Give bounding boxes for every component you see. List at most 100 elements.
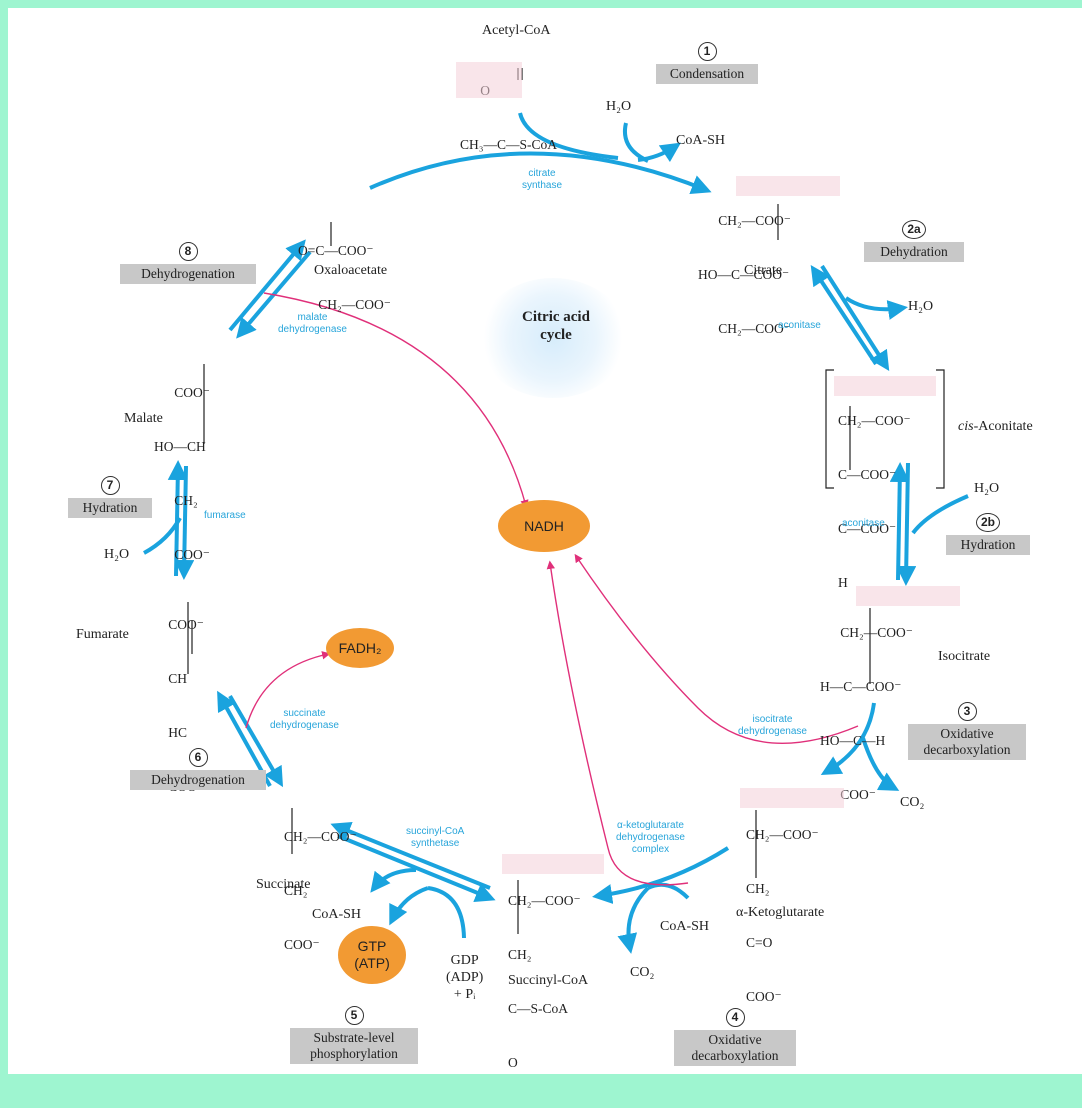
succinate-name: Succinate [256, 877, 311, 892]
co2-label-1: CO₂ [900, 795, 925, 810]
arrow-succinylcoa-succinate-b [337, 834, 496, 902]
fadh2-product: FADH₂ [326, 628, 394, 668]
succinyl-coa-name: Succinyl-CoA [508, 973, 589, 988]
step-4-oxidative-decarboxylation: 4 Oxidative decarboxylation [674, 1006, 796, 1066]
oxaloacetate-line-2: CH₂—COO⁻ [298, 297, 391, 312]
arrow-succinate-fumarate-b [228, 694, 284, 788]
step-3-oxidative-decarboxylation: 3 Oxidative decarboxylation [908, 700, 1026, 760]
akg-structure: CH₂—COO⁻ CH₂ C=O COO⁻ [746, 790, 819, 1042]
arrow-h2o-in-3 [911, 494, 969, 535]
step-1-condensation: 1 Condensation [656, 40, 758, 84]
arrow-citrate-aconitate-b [810, 264, 878, 366]
step-label: Oxidative decarboxylation [908, 724, 1026, 760]
akg-highlight [740, 788, 844, 808]
malate-line-1: COO⁻ [154, 385, 210, 400]
arrow-malate-oaa-a [228, 239, 306, 332]
acetyl-highlight [456, 62, 522, 98]
enzyme-isocitrate-dh: isocitrate dehydrogenase [738, 714, 807, 737]
step-2b-hydration: 2b Hydration [946, 511, 1030, 555]
malate-line-2: HO—CH [154, 439, 206, 454]
succinyl-coa-structure: CH₂—COO⁻ CH₂ C—S-CoA O [508, 856, 581, 1108]
step-number: 7 [100, 476, 120, 495]
h2o-label-2: H₂O [908, 299, 934, 314]
arrow-fumarate-malate-b [174, 465, 195, 580]
step-number: 6 [188, 748, 208, 767]
arrow-coash-out-3 [370, 868, 417, 893]
step-2a-dehydration: 2a Dehydration [864, 218, 964, 262]
citrate-line-1: CH₂—COO⁻ [698, 213, 791, 228]
fumarate-line-3: HC [148, 725, 188, 740]
step-7-hydration: 7 Hydration [68, 474, 152, 518]
step-number: 5 [344, 1006, 364, 1025]
step-5-substrate-level-phosphorylation: 5 Substrate-level phosphorylation [290, 1004, 418, 1064]
acetyl-coa-name: Acetyl-CoA [482, 23, 551, 38]
co2-label-2: CO₂ [630, 965, 655, 980]
arrow-akg-succinylcoa [592, 846, 730, 904]
gdp-label: GDP (ADP) + Pᵢ [446, 953, 484, 1002]
step-number: 2b [976, 513, 1000, 532]
step-8-dehydrogenation: 8 Dehydrogenation [120, 240, 256, 284]
fumarate-bond [187, 602, 193, 674]
arrow-h2o-in-1 [623, 122, 649, 163]
enzyme-citrate-synthase: citrate synthase [522, 168, 563, 191]
isocitrate-line-2: H—C—COO⁻ [820, 679, 902, 694]
step-number: 1 [697, 42, 717, 61]
succinyl-coa-line-2: CH₂ [508, 947, 532, 962]
akg-name: α-Ketoglutarate [736, 905, 825, 920]
enzyme-malate-dh: malate dehydrogenase [278, 312, 347, 335]
succinate-line-2: CH₂ [284, 883, 308, 898]
arrow-isocitrate-akg [820, 702, 876, 775]
cis-aconitate-line-1: CH₂—COO⁻ [838, 413, 911, 428]
arrow-h2o-out-2 [844, 296, 908, 320]
step-number: 4 [725, 1008, 745, 1027]
h2o-label-3: H₂O [974, 481, 1000, 496]
isocitrate-line-3: HO—C—H [820, 733, 886, 748]
arrow-aconitate-isocitrate-b [889, 462, 910, 581]
arrow-citrate-aconitate-a [820, 264, 890, 372]
cis-aconitate-line-3: C—COO⁻ [838, 521, 897, 536]
akg-line-3: C=O [746, 935, 773, 950]
arrow-acetylcoa-in [518, 112, 619, 160]
isocitrate-highlight [856, 586, 960, 606]
malate-line-3: CH₂ [154, 493, 198, 508]
center-glow [478, 278, 628, 398]
succinate-structure: CH₂—COO⁻ CH₂ COO⁻ [284, 792, 357, 990]
step-6-dehydrogenation: 6 Dehydrogenation [130, 746, 266, 790]
arrow-gtp-out [389, 886, 429, 926]
oxaloacetate-structure: O=C—COO⁻ CH₂—COO⁻ [298, 206, 391, 350]
step-label: Dehydrogenation [120, 264, 256, 284]
arrow-malate-oaa-b [236, 250, 312, 339]
arrow-coash-out-1 [637, 142, 681, 163]
arrow-oaa-to-citrate [369, 151, 712, 195]
nadh-arrow-isocitrate-dh [574, 553, 859, 744]
citric-acid-cycle-diagram: Citric acid cycle Acetyl-CoA O CH₃—C—S-C… [8, 8, 1082, 1074]
isocitrate-structure: CH₂—COO⁻ H—C—COO⁻ HO—C—H COO⁻ [820, 588, 913, 840]
arrow-h2o-in-4 [143, 517, 182, 555]
cis-aconitate-bracket-right [936, 369, 945, 489]
oxaloacetate-name: Oxaloacetate [314, 263, 388, 278]
succinyl-coa-line-4: O [508, 1055, 518, 1070]
succinyl-coa-line-1: CH₂—COO⁻ [508, 893, 581, 908]
step-label: Substrate-level phosphorylation [290, 1028, 418, 1064]
cis-aconitate-name: cis-Aconitate [958, 419, 1033, 434]
succinyl-coa-line-3: C—S-CoA [508, 1001, 569, 1016]
step-label: Dehydrogenation [130, 770, 266, 790]
coash-label-3: CoA-SH [312, 907, 362, 922]
citrate-name: Citrate [744, 263, 783, 278]
malate-structure: COO⁻ HO—CH CH₂ COO⁻ [154, 348, 210, 600]
h2o-label-4: H₂O [104, 547, 130, 562]
cis-aconitate-line-4: H [838, 575, 848, 590]
cis-aconitate-highlight [834, 376, 936, 396]
arrow-succinylcoa-succinate-a [330, 821, 491, 890]
step-number: 3 [957, 702, 977, 721]
arrow-aconitate-isocitrate-a [896, 462, 917, 586]
akg-line-2: CH₂ [746, 881, 770, 896]
akg-line-1: CH₂—COO⁻ [746, 827, 819, 842]
enzyme-fumarase: fumarase [204, 510, 246, 521]
oxaloacetate-line-1: O=C—COO⁻ [298, 243, 374, 258]
enzyme-akg-dh: α-ketoglutarate dehydrogenase complex [616, 820, 685, 855]
cis-aconitate-structure: CH₂—COO⁻ C—COO⁻ C—COO⁻ H [838, 376, 911, 628]
coash-label-1: CoA-SH [676, 133, 726, 148]
malate-line-4: COO⁻ [154, 547, 210, 562]
nadh-arrow-akg-dh [546, 560, 689, 886]
